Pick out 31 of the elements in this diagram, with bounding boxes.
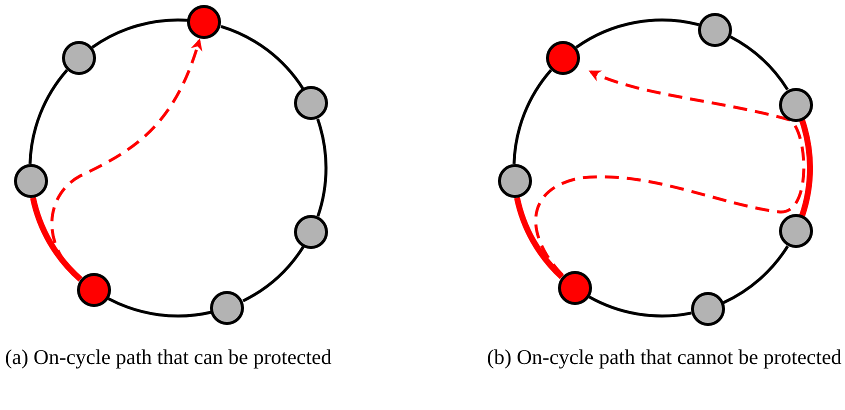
vertex-circle bbox=[294, 214, 328, 249]
vertex-circle bbox=[546, 41, 580, 75]
vertex-circle bbox=[778, 88, 813, 122]
dashed-arrow bbox=[534, 70, 806, 276]
vertex-circle bbox=[690, 292, 725, 326]
cycle-arc bbox=[242, 246, 304, 302]
cycle-arc bbox=[28, 69, 68, 164]
highlighted-arc bbox=[30, 196, 83, 282]
cycle-arc bbox=[108, 297, 212, 318]
caption: (a) On-cycle path that can be protected bbox=[5, 345, 332, 370]
highlighted-arc bbox=[799, 119, 813, 216]
cycle-arc bbox=[575, 18, 700, 49]
vertex-circle bbox=[14, 164, 48, 198]
vertex-circle bbox=[558, 270, 592, 305]
vertex-circle bbox=[62, 41, 96, 75]
vertex-circle bbox=[698, 12, 732, 47]
vertex-circle bbox=[187, 5, 222, 40]
cycle-arc bbox=[316, 118, 328, 217]
vertex-circle bbox=[498, 164, 532, 198]
highlighted-arc bbox=[514, 196, 564, 280]
cycle-arc bbox=[730, 36, 789, 90]
caption: (b) On-cycle path that cannot be protected bbox=[487, 345, 842, 370]
vertex-circle bbox=[210, 290, 244, 324]
vertex-circle bbox=[76, 272, 111, 307]
vertex-circle bbox=[294, 86, 328, 120]
cycle-arc bbox=[722, 245, 789, 304]
cycle-arc bbox=[220, 24, 304, 90]
cycle-arc bbox=[588, 296, 692, 318]
cycle-arc bbox=[512, 69, 552, 164]
cycle-arc bbox=[91, 18, 188, 49]
vertex-circle bbox=[778, 214, 813, 248]
